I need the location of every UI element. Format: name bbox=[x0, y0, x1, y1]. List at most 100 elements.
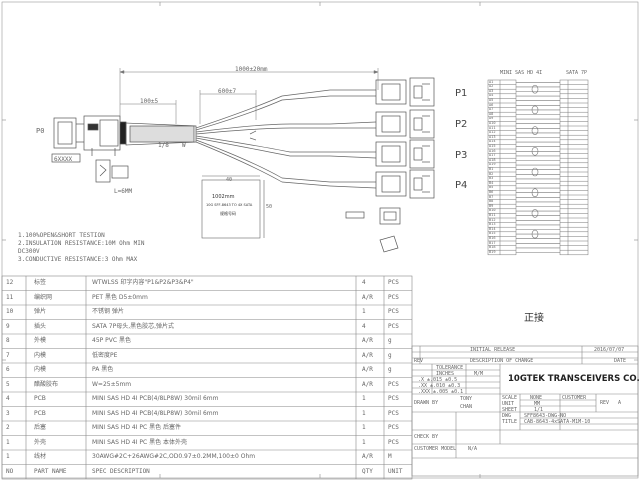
bom-cell-no: 8 bbox=[6, 337, 10, 344]
note-1: 1.100%OPEN&SHORT TESTION bbox=[18, 232, 105, 239]
bom-cell-qty: A/R bbox=[362, 366, 373, 373]
pinout-pin: A8 bbox=[489, 111, 494, 116]
bom-cell-spec: MINI SAS HD 4I PCB(4/8LP8W) 30mil 6mm bbox=[92, 395, 219, 402]
bom-cell-part: 醋酸胶布 bbox=[34, 380, 59, 388]
bom-cell-no: 5 bbox=[6, 380, 10, 388]
bom-cell-part: 插头 bbox=[34, 322, 47, 330]
tb-release-date: 2016/07/07 bbox=[594, 347, 625, 353]
pinout-pin: B18 bbox=[489, 245, 496, 250]
bom-header-part: PART NAME bbox=[34, 467, 67, 475]
bom-cell-qty: A/R bbox=[362, 337, 373, 344]
bom-cell-no: 9 bbox=[6, 322, 10, 330]
pinout-pin: A1 bbox=[489, 79, 494, 84]
wire-code-a: 1/8 bbox=[158, 142, 169, 149]
pinout-pin: B12 bbox=[489, 217, 496, 222]
bom-cell-no: 12 bbox=[6, 279, 14, 286]
sata-connectors-drawing bbox=[345, 77, 435, 253]
tb-tol-1: .X ±.015 ±0.5 bbox=[418, 377, 458, 383]
bom-cell-part: 线材 bbox=[34, 453, 47, 460]
pinout-pin: B19 bbox=[489, 249, 496, 254]
bom-cell-unit: g bbox=[388, 366, 392, 373]
note-4: 3.CONDUCTIVE RESISTANCE:3 Ohm MAX bbox=[18, 256, 138, 263]
pinout-pin: B3 bbox=[489, 176, 494, 181]
bom-cell-qty: 1 bbox=[362, 438, 366, 446]
pinout-pin: A2 bbox=[489, 84, 494, 89]
tb-sheet-label: SHEET bbox=[502, 407, 518, 413]
bom-header-no: NO bbox=[6, 467, 14, 475]
tb-tol-2: .XX ±.010 ±0.3 bbox=[418, 383, 461, 389]
total-length-dim: 1000±20mm bbox=[235, 66, 268, 73]
bom-cell-qty: 4 bbox=[362, 279, 366, 286]
bom-cell-qty: A/R bbox=[362, 351, 373, 359]
pinout-pin: A14 bbox=[489, 139, 496, 144]
pinout-pin: A13 bbox=[489, 134, 496, 139]
tb-customer-model-label: CUSTOMER MODEL bbox=[414, 446, 457, 452]
bom-cell-spec: 不锈钢 弹片 bbox=[92, 308, 124, 315]
bom-cell-spec: MINI SAS HD 4I PC 黑色 后塞件 bbox=[92, 424, 182, 431]
bom-cell-part: 外壳 bbox=[34, 438, 47, 446]
bom-cell-qty: 4 bbox=[362, 322, 366, 330]
pinout-pin: A12 bbox=[489, 130, 496, 135]
port-label-p1: P1 bbox=[455, 88, 468, 99]
note-2: 2.INSULATION RESISTANCE:10M Ohm MIN bbox=[18, 240, 145, 247]
bom-cell-spec: 低密度PE bbox=[92, 351, 118, 359]
bom-cell-no: 4 bbox=[6, 395, 10, 402]
pinout-pin: A11 bbox=[489, 125, 496, 130]
bom-header-spec: SPEC DESCRIPTION bbox=[92, 467, 150, 475]
pinout-pin: A10 bbox=[489, 120, 496, 125]
bom-cell-no: 10 bbox=[6, 308, 14, 315]
bom-cell-unit: PCS bbox=[388, 380, 399, 388]
bom-cell-qty: 1 bbox=[362, 395, 366, 402]
tb-check-label: CHECK BY bbox=[414, 434, 439, 440]
pinout-pin: B10 bbox=[489, 208, 496, 213]
bom-cell-part: PCB bbox=[34, 395, 46, 402]
tb-description-label: DESCRIPTION OF CHANGE bbox=[470, 358, 534, 364]
pinout-caption: 正接 bbox=[524, 313, 544, 324]
pinout-wires bbox=[516, 82, 560, 253]
dim-b: L=6MM bbox=[114, 188, 133, 195]
pinout-pin: B2 bbox=[489, 171, 494, 176]
port-label-p3: P3 bbox=[455, 150, 468, 161]
label-line-2: 10G SFF-8643 TO 4X SATA bbox=[206, 203, 253, 207]
bom-cell-no: 6 bbox=[6, 366, 10, 373]
pinout-pin: B1 bbox=[489, 166, 494, 171]
tb-rev: A bbox=[618, 400, 622, 406]
port-label-p2: P2 bbox=[455, 119, 468, 130]
tb-drawn-label: DRAWN BY bbox=[414, 400, 439, 406]
pinout-pin: A15 bbox=[489, 143, 496, 148]
tb-tol-3: .XXX ±.005 ±0.1 bbox=[418, 389, 464, 395]
title-block-grid bbox=[411, 345, 639, 477]
bom-cell-no: 11 bbox=[6, 293, 14, 301]
bom-cell-unit: PCS bbox=[388, 322, 399, 330]
bom-cell-part: PCB bbox=[34, 409, 46, 417]
tb-title-label: TITLE bbox=[502, 419, 518, 425]
tb-unit: MM bbox=[534, 401, 541, 407]
pinout-pin: B6 bbox=[489, 189, 494, 194]
tb-checked: CHAN bbox=[460, 404, 473, 410]
bom-row: 4 PCB MINI SAS HD 4I PCB(4/8LP8W) 30mil 6m… bbox=[0, 392, 412, 406]
dim-a: 6XXXX bbox=[54, 156, 73, 163]
pinout-pin: B11 bbox=[489, 212, 496, 217]
pinout-pin: A19 bbox=[489, 162, 496, 167]
tb-initial-release: INITIAL RELEASE bbox=[470, 347, 516, 353]
pinout-pin: B14 bbox=[489, 226, 496, 231]
pinout-table bbox=[487, 79, 589, 256]
bom-cell-unit: M bbox=[388, 453, 392, 460]
pinout-right-header: SATA 7P bbox=[566, 70, 588, 76]
tb-rev-label: REV bbox=[414, 358, 424, 364]
bom-cell-part: 标签 bbox=[34, 279, 47, 286]
length-dim-1: 100±5 bbox=[140, 98, 159, 105]
bom-cell-spec: 45P PVC 黑色 bbox=[92, 337, 131, 344]
bom-cell-spec: 30AWG#2C+26AWG#2C,OD0.97±0.2MM,100±0 Ohm bbox=[92, 453, 256, 460]
tb-dwg-label: DWG bbox=[502, 413, 512, 419]
bom-cell-unit: PCS bbox=[388, 438, 399, 446]
